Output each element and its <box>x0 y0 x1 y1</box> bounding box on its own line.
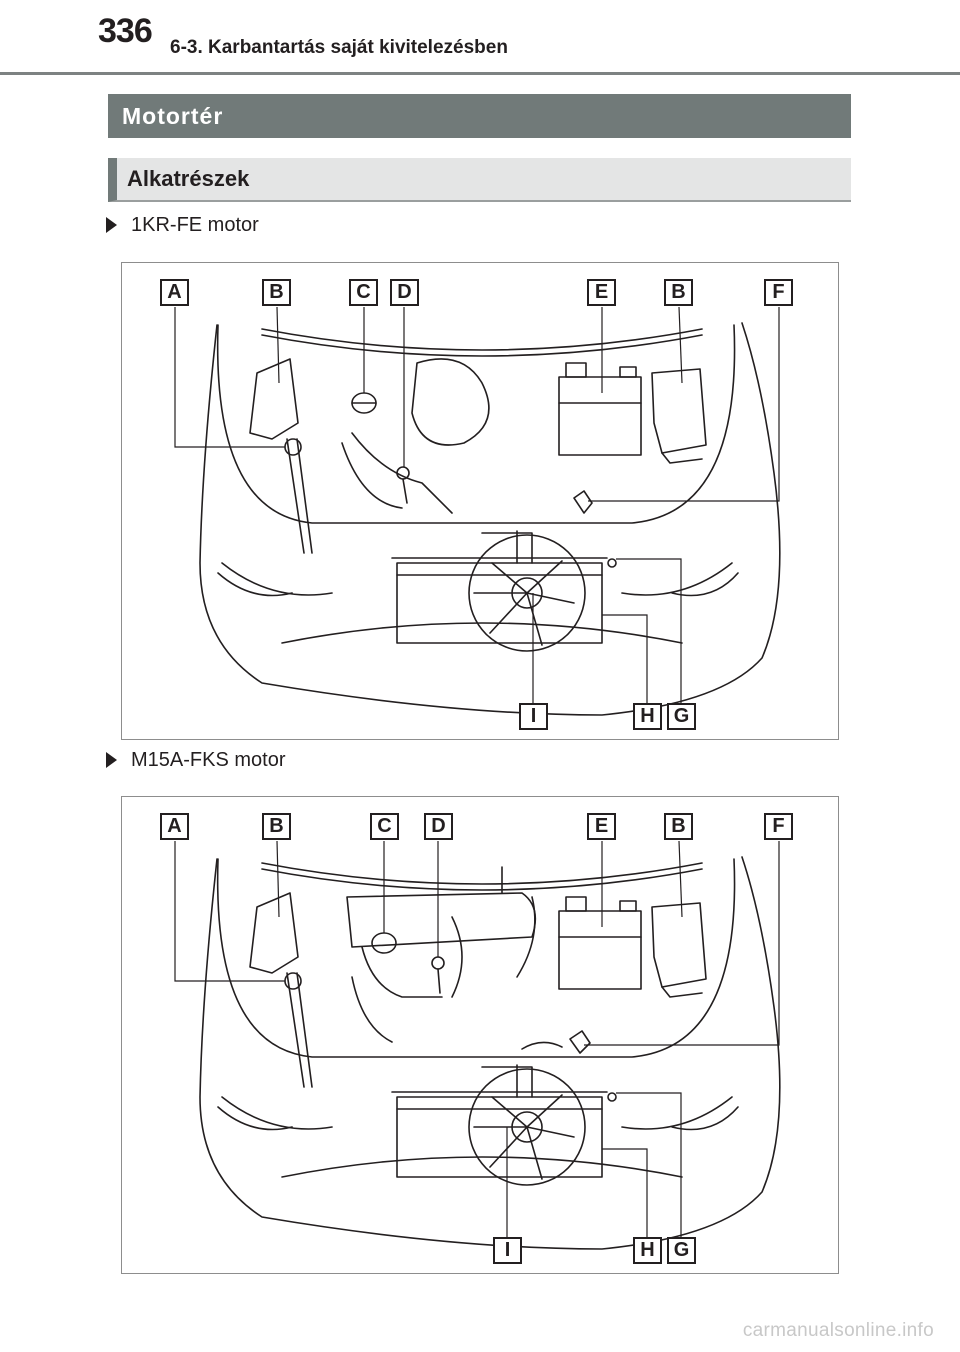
figure-caption-1kr: 1KR-FE motor <box>106 213 259 237</box>
callout-d: D <box>390 279 419 306</box>
caption-text: M15A-FKS motor <box>131 748 286 771</box>
callout-e: E <box>587 813 616 840</box>
watermark: carmanualsonline.info <box>742 1320 934 1341</box>
engine-bay-illustration <box>174 306 781 716</box>
callout-g: G <box>667 1237 696 1264</box>
callout-b-right: B <box>664 279 693 306</box>
callout-h: H <box>633 1237 662 1264</box>
section-title: Motortér <box>108 94 851 138</box>
header-rule <box>0 72 960 75</box>
callout-i: I <box>493 1237 522 1264</box>
running-head: 6-3. Karbantartás saját kivitelezésben <box>170 37 508 58</box>
callout-i: I <box>519 703 548 730</box>
page-number: 336 <box>98 12 153 50</box>
bullet-triangle-icon <box>106 752 117 768</box>
callout-h: H <box>633 703 662 730</box>
subsection-title: Alkatrészek <box>108 158 851 202</box>
engine-bay-illustration <box>174 840 781 1250</box>
callout-a: A <box>160 813 189 840</box>
engine-diagram-m15a: A B C D E B F I H G <box>121 796 839 1274</box>
callout-d: D <box>424 813 453 840</box>
callout-b: B <box>262 279 291 306</box>
callout-e: E <box>587 279 616 306</box>
callout-c: C <box>370 813 399 840</box>
caption-text: 1KR-FE motor <box>131 213 259 236</box>
callout-g: G <box>667 703 696 730</box>
engine-diagram-1kr: A B C D E B F I H G <box>121 262 839 740</box>
callout-b-right: B <box>664 813 693 840</box>
figure-caption-m15a: M15A-FKS motor <box>106 748 285 772</box>
callout-f: F <box>764 279 793 306</box>
bullet-triangle-icon <box>106 217 117 233</box>
callout-f: F <box>764 813 793 840</box>
callout-a: A <box>160 279 189 306</box>
callout-c: C <box>349 279 378 306</box>
callout-b: B <box>262 813 291 840</box>
